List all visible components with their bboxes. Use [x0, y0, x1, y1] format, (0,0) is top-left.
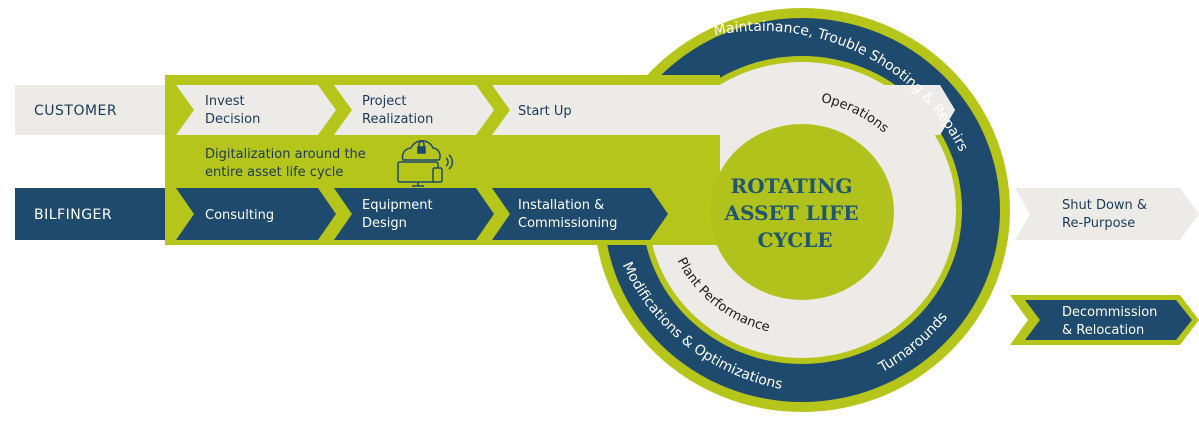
bilfinger-label: BILFINGER [34, 207, 112, 223]
chevron-startup [492, 85, 955, 135]
step-startup: Start Up [518, 104, 572, 119]
cloud-lock-devices-icon [397, 140, 454, 187]
digital-band-text: Digitalization around the entire asset l… [205, 147, 370, 180]
bilfinger-label-box [15, 188, 165, 240]
chevron-installation [492, 188, 668, 240]
chevron-equipment [334, 188, 494, 240]
customer-label: CUSTOMER [34, 103, 117, 119]
step-project: Project Realization [362, 94, 433, 127]
arrow-decommission-inner [1025, 300, 1192, 340]
chevron-project [334, 85, 494, 135]
step-consulting: Consulting [205, 208, 274, 223]
step-equipment: Equipment Design [362, 198, 437, 231]
chevron-invest [176, 85, 336, 135]
customer-label-box [15, 85, 165, 135]
exit-decommission-label: Decommission & Relocation [1062, 305, 1162, 338]
arrow-shutdown [1015, 188, 1199, 240]
step-invest: Invest Decision [205, 94, 260, 127]
center-title: ROTATING ASSET LIFE CYCLE [724, 174, 866, 252]
exit-shutdown-label: Shut Down & Re-Purpose [1062, 198, 1151, 231]
step-installation: Installation & Commissioning [518, 198, 617, 231]
center-disc [710, 124, 894, 300]
chevron-consulting [176, 188, 336, 240]
